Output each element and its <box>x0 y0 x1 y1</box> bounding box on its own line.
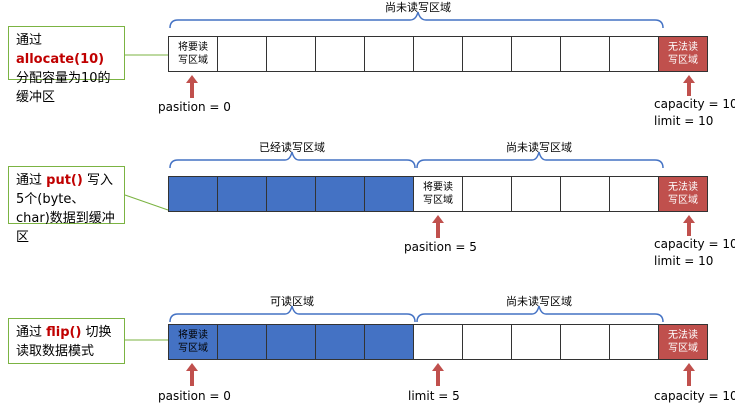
position-label: pasition = 0 <box>158 100 231 114</box>
buffer-cell <box>560 176 610 212</box>
buffer-cell <box>315 324 365 360</box>
brace-section-3a <box>169 305 416 323</box>
note-allocate: 通过 allocate(10)分配容量为10的缓冲区 <box>8 26 125 105</box>
brace-section-2b <box>416 151 664 169</box>
brace-section-3b <box>416 305 664 323</box>
position-arrow <box>186 363 198 386</box>
capacity-arrow <box>683 363 695 386</box>
position-label: pasition = 0 <box>158 389 231 403</box>
brace-label: 尚未读写区域 <box>506 295 572 308</box>
buffer-cell <box>462 324 512 360</box>
buffer-cell <box>217 36 267 72</box>
buffer-cell <box>364 176 414 212</box>
blocked-cell: 无法读 写区域 <box>658 36 708 72</box>
buffer-cell <box>511 176 561 212</box>
capacity-label: capacity = 10 <box>654 237 735 251</box>
buffer-cell <box>413 324 463 360</box>
buffer-cell <box>364 36 414 72</box>
pointer-cell: 将要读 写区域 <box>413 176 463 212</box>
buffer-cell <box>266 324 316 360</box>
capacity-arrow <box>683 215 695 236</box>
capacity-arrow <box>683 75 695 96</box>
limit-label: limit = 10 <box>654 114 714 128</box>
method-name: flip() <box>46 325 82 340</box>
buffer-cell <box>511 36 561 72</box>
buffer-cell <box>315 176 365 212</box>
capacity-label: capacity = 10 <box>654 97 735 111</box>
buffer-cell <box>364 324 414 360</box>
buffer-cell <box>217 176 267 212</box>
note-flip: 通过 flip() 切换读取数据模式 <box>8 318 125 364</box>
brace-label: 尚未读写区域 <box>506 141 572 154</box>
buffer-cell <box>609 324 659 360</box>
blocked-cell: 无法读 写区域 <box>658 324 708 360</box>
buffer-row-3: 将要读 写区域 无法读 写区域 <box>168 324 708 360</box>
buffer-cell <box>511 324 561 360</box>
buffer-cell <box>609 176 659 212</box>
position-label: pasition = 5 <box>404 240 477 254</box>
position-arrow <box>432 215 444 238</box>
buffer-cell <box>609 36 659 72</box>
brace-label: 尚未读写区域 <box>385 1 451 14</box>
buffer-cell <box>168 176 218 212</box>
capacity-label: capacity = 10 <box>654 389 735 403</box>
buffer-cell <box>462 36 512 72</box>
brace-section-2a <box>169 151 416 169</box>
brace-section-1 <box>169 11 664 29</box>
method-name: put() <box>46 173 83 188</box>
method-name: allocate(10) <box>16 52 105 67</box>
pointer-cell: 将要读 写区域 <box>168 36 218 72</box>
position-arrow <box>186 75 198 98</box>
buffer-cell <box>217 324 267 360</box>
brace-label: 已经读写区域 <box>259 141 325 154</box>
limit-label: limit = 10 <box>654 254 714 268</box>
buffer-cell <box>266 176 316 212</box>
buffer-cell <box>560 36 610 72</box>
connector-line-2 <box>124 194 169 211</box>
buffer-cell <box>560 324 610 360</box>
buffer-cell <box>315 36 365 72</box>
limit-arrow <box>432 363 444 386</box>
buffer-row-2: 将要读 写区域 无法读 写区域 <box>168 176 708 212</box>
buffer-cell <box>266 36 316 72</box>
buffer-cell <box>413 36 463 72</box>
brace-label: 可读区域 <box>270 295 314 308</box>
blocked-cell: 无法读 写区域 <box>658 176 708 212</box>
limit-label: limit = 5 <box>408 389 460 403</box>
buffer-cell <box>462 176 512 212</box>
buffer-row-1: 将要读 写区域 无法读 写区域 <box>168 36 708 72</box>
note-put: 通过 put() 写入 5个(byte、char)数据到缓冲区 <box>8 166 125 245</box>
pointer-cell: 将要读 写区域 <box>168 324 218 360</box>
